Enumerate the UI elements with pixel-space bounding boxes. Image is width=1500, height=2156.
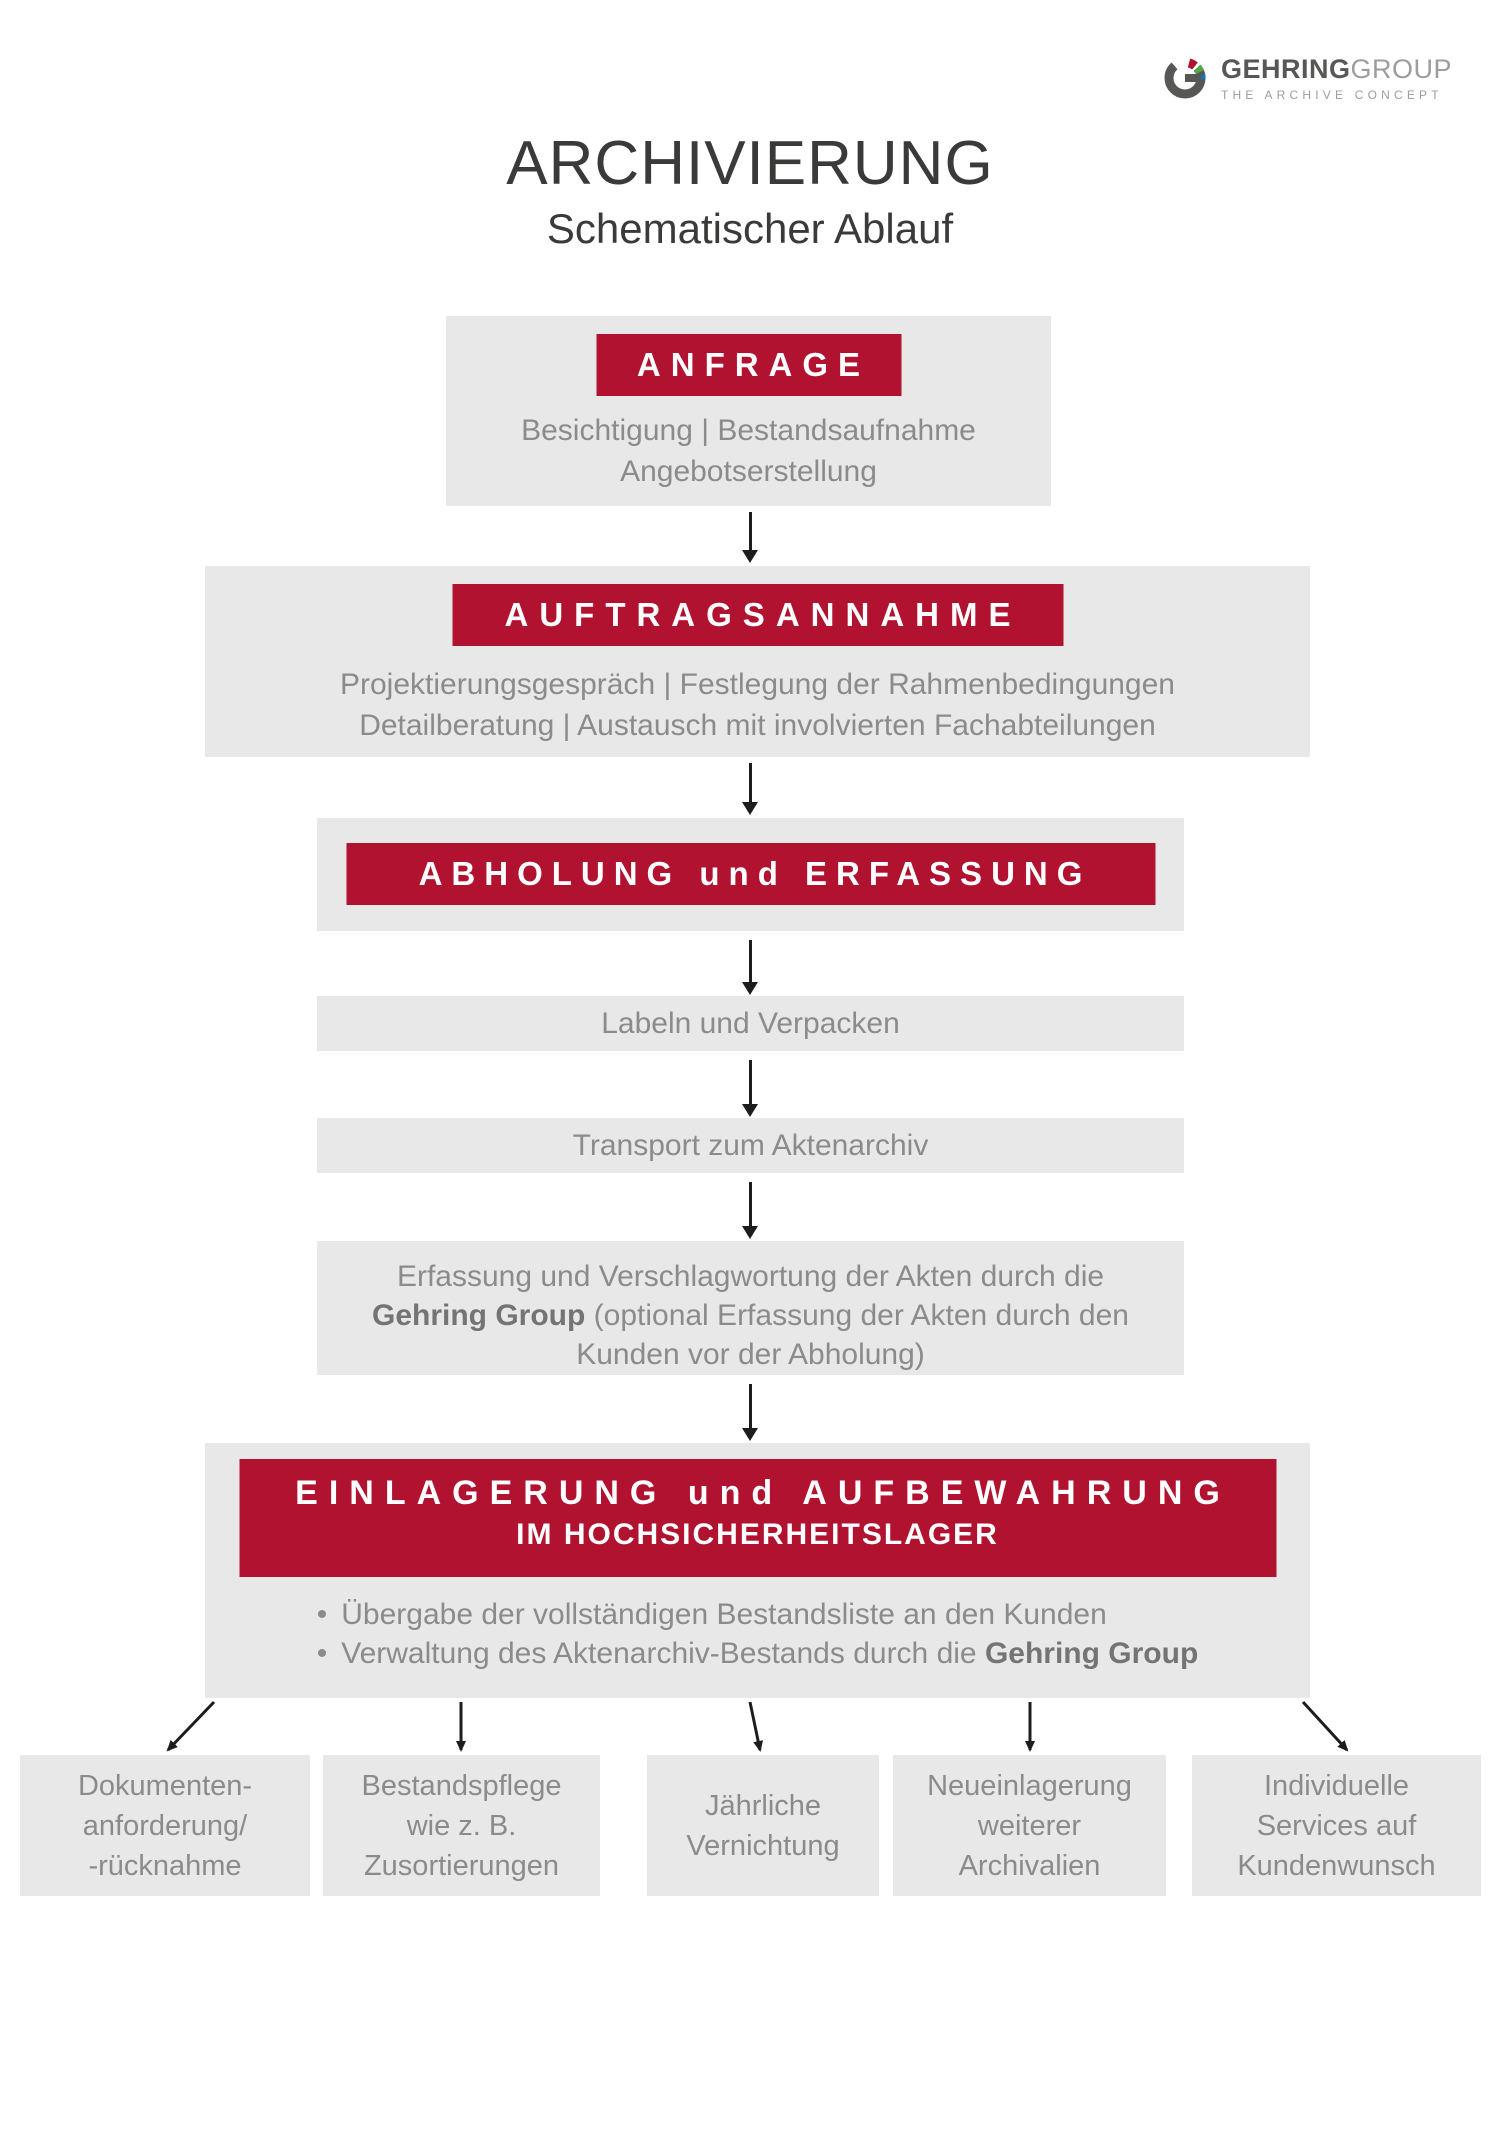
bullet-verwaltung: Verwaltung des Aktenarchiv-Bestands durc…	[317, 1634, 1199, 1673]
step-erfassung-line-1: Erfassung und Verschlagwortung der Akten…	[396, 1260, 1105, 1293]
step-einlagerung-header-line-2: IM HOCHSICHERHEITSLAGER	[516, 1518, 999, 1551]
step-einlagerung-header-line-1: EINLAGERUNG und AUFBEWAHRUNG	[295, 1474, 1231, 1512]
outcome-3-line-1: Jährliche	[704, 1789, 822, 1822]
step-einlagerung-box: EINLAGERUNG und AUFBEWAHRUNG IM HOCHSICH…	[205, 1443, 1310, 1698]
step-erfassung-box: Erfassung und Verschlagwortung der Akten…	[317, 1241, 1184, 1375]
outcome-2-line-1: Bestandspflege	[361, 1769, 562, 1802]
logo-brand-light: GROUP	[1350, 54, 1452, 84]
step-anfrage-line-2: Angebotserstellung	[620, 455, 877, 488]
gehring-group-logo: GEHRINGGROUP THE ARCHIVE CONCEPT	[1159, 50, 1452, 102]
logo-tagline: THE ARCHIVE CONCEPT	[1220, 88, 1443, 102]
logo-brand: GEHRINGGROUP	[1221, 56, 1452, 83]
step-erfassung-line-2: Gehring Group (optional Erfassung der Ak…	[317, 1296, 1184, 1335]
step-abholung-box: ABHOLUNG und ERFASSUNG	[317, 818, 1184, 931]
gehring-group-bold: Gehring Group	[371, 1299, 586, 1332]
fan-arrow-5	[1301, 1700, 1349, 1752]
gehring-group-bold-2: Gehring Group	[984, 1637, 1199, 1670]
arrow-down-4	[742, 1060, 758, 1117]
outcome-1-line-2: anforderung/	[82, 1809, 248, 1842]
outcome-4-line-3: Archivalien	[958, 1849, 1101, 1882]
outcome-3-line-2: Vernichtung	[686, 1829, 840, 1862]
outcome-2-line-2: wie z. B.	[406, 1809, 517, 1842]
step-erfassung-body: Erfassung und Verschlagwortung der Akten…	[317, 1257, 1184, 1374]
fan-arrow-3	[748, 1701, 764, 1752]
outcome-dokumentenanforderung: Dokumenten- anforderung/ -rücknahme	[20, 1755, 310, 1896]
outcome-2-line-3: Zusortierungen	[363, 1849, 560, 1882]
page-title: ARCHIVIERUNG	[506, 129, 994, 198]
outcome-5-line-2: Services auf	[1256, 1809, 1417, 1842]
outcome-1-line-1: Dokumenten-	[77, 1769, 253, 1802]
step-erfassung-line-2-rest: (optional Erfassung der Akten durch den	[585, 1299, 1129, 1332]
outcome-1-line-3: -rücknahme	[88, 1849, 242, 1882]
step-einlagerung-bullets: Übergabe der vollständigen Bestandsliste…	[205, 1595, 1310, 1673]
step-auftragsannahme-body: Projektierungsgespräch | Festlegung der …	[205, 664, 1310, 746]
outcome-5-line-3: Kundenwunsch	[1237, 1849, 1436, 1882]
fanout-arrows	[166, 1700, 1349, 1752]
step-labeln-box: Labeln und Verpacken	[317, 996, 1184, 1051]
logo-text: GEHRINGGROUP THE ARCHIVE CONCEPT	[1220, 50, 1452, 103]
outcome-bestandspflege: Bestandspflege wie z. B. Zusortierungen	[323, 1755, 600, 1896]
bullet-bestandsliste-text: Übergabe der vollständigen Bestandsliste…	[341, 1598, 1107, 1631]
outcome-4-line-2: weiterer	[977, 1809, 1082, 1842]
step-auftragsannahme-line-1: Projektierungsgespräch | Festlegung der …	[339, 668, 1175, 701]
gehring-logo-icon	[1164, 57, 1206, 99]
step-auftragsannahme-box: AUFTRAGSANNAHME Projektierungsgespräch |…	[205, 566, 1310, 757]
step-erfassung-line-3: Kunden vor der Abholung)	[576, 1338, 925, 1371]
arrow-down-2	[742, 763, 758, 815]
outcome-4-line-1: Neueinlagerung	[927, 1769, 1132, 1802]
step-auftragsannahme-header: AUFTRAGSANNAHME	[452, 584, 1063, 646]
arrow-down-3	[742, 940, 758, 995]
step-abholung-header: ABHOLUNG und ERFASSUNG	[346, 843, 1155, 905]
step-transport-text: Transport zum Aktenarchiv	[572, 1128, 929, 1162]
step-anfrage-line-1: Besichtigung | Bestandsaufnahme	[521, 414, 976, 447]
logo-brand-bold: GEHRING	[1220, 54, 1351, 84]
step-transport-box: Transport zum Aktenarchiv	[317, 1118, 1184, 1173]
outcome-vernichtung: Jährliche Vernichtung	[647, 1755, 879, 1896]
arrow-down-6	[742, 1384, 758, 1441]
outcome-5-line-1: Individuelle	[1263, 1769, 1410, 1802]
step-einlagerung-header: EINLAGERUNG und AUFBEWAHRUNG IM HOCHSICH…	[239, 1459, 1276, 1577]
outcome-individuelle-services: Individuelle Services auf Kundenwunsch	[1192, 1755, 1481, 1896]
arrow-down-1	[742, 512, 758, 563]
step-anfrage-header: ANFRAGE	[596, 334, 901, 396]
bullet-bestandsliste: Übergabe der vollständigen Bestandsliste…	[317, 1595, 1199, 1634]
arrow-down-5	[742, 1182, 758, 1239]
step-anfrage-box: ANFRAGE Besichtigung | Bestandsaufnahme …	[446, 316, 1051, 506]
step-labeln-text: Labeln und Verpacken	[601, 1006, 900, 1040]
fan-arrow-1	[166, 1700, 216, 1752]
outcome-neueinlagerung: Neueinlagerung weiterer Archivalien	[893, 1755, 1166, 1896]
step-anfrage-body: Besichtigung | Bestandsaufnahme Angebots…	[446, 410, 1051, 492]
step-auftragsannahme-line-2: Detailberatung | Austausch mit involvier…	[359, 709, 1156, 742]
page-subtitle: Schematischer Ablauf	[546, 205, 954, 252]
bullet-verwaltung-text: Verwaltung des Aktenarchiv-Bestands durc…	[341, 1637, 985, 1670]
